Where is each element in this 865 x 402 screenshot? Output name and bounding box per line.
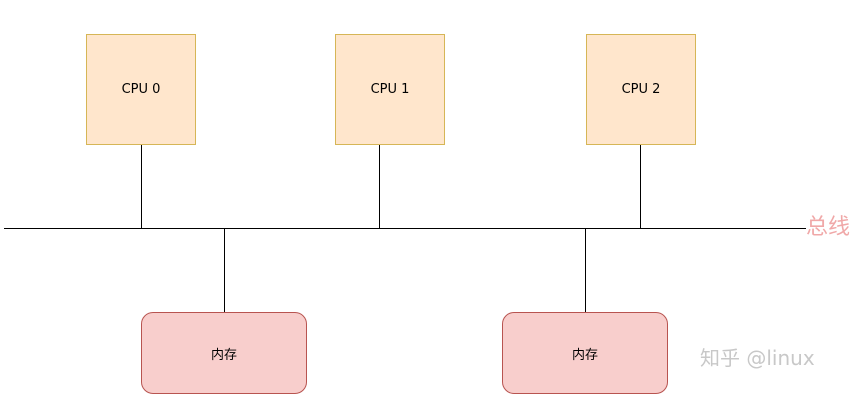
cpu-1-label: CPU 1 [370,82,410,97]
memory-node-2: 内存 [502,312,668,394]
memory-1-label: 内存 [210,347,237,363]
cpu-2-node: CPU 2 [586,34,696,145]
memory1-bus-connector [224,228,225,313]
cpu2-bus-connector [640,145,641,228]
watermark: 知乎 @linux [700,346,815,370]
cpu-0-node: CPU 0 [86,34,196,145]
cpu0-bus-connector [141,145,142,228]
memory-2-label: 内存 [571,347,598,363]
cpu-1-node: CPU 1 [335,34,445,145]
memory-node-1: 内存 [141,312,307,394]
bus-label: 总线 [806,215,851,240]
system-bus-line [4,228,806,229]
cpu-0-label: CPU 0 [121,82,161,97]
memory2-bus-connector [585,228,586,313]
cpu1-bus-connector [379,145,380,228]
cpu-2-label: CPU 2 [621,82,661,97]
